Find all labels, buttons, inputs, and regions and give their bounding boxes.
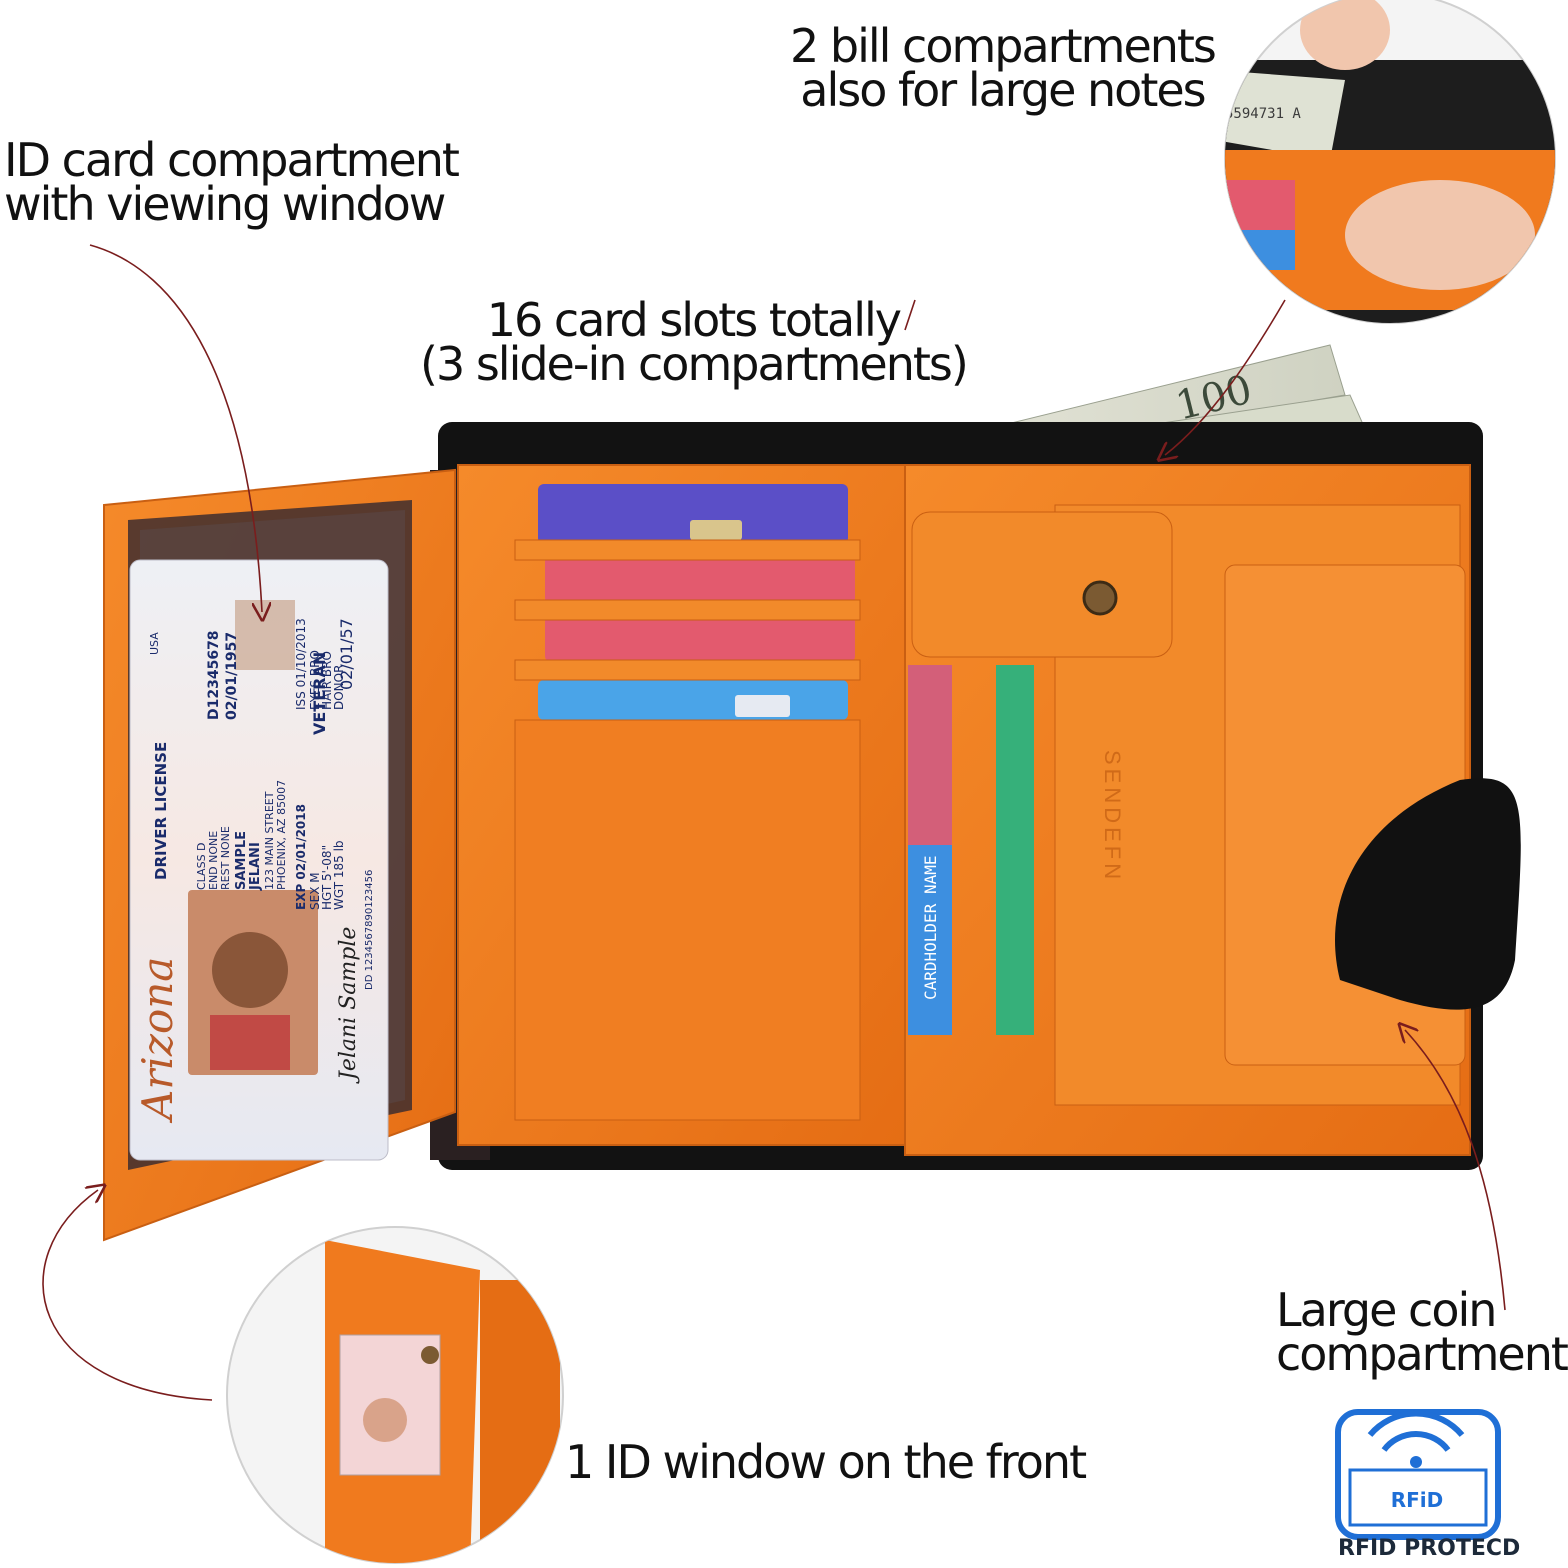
snap-strap [911,511,1173,658]
license-end: END NONE [207,831,220,890]
front-window-inset [226,1226,564,1564]
front-snap-icon [421,1346,439,1364]
front-window-label-text: 1 ID window on the front [565,1435,1087,1489]
coin-label-line2: compartment [1276,1327,1568,1381]
rfid-word: RFiD [1390,1488,1444,1512]
license-address: 123 MAIN STREET [263,791,276,890]
card-slots-label: 16 card slots totally (3 slide-in compar… [420,293,969,391]
card-slots-label-line1: 16 card slots totally [486,293,902,347]
license-title: DRIVER LICENSE [152,742,170,880]
coin-label-line1: Large coin [1276,1283,1497,1337]
license-dd: DD 1234567890123456 [364,870,375,990]
license-state: Arizona [133,957,182,1124]
card-slots-label-line2: (3 slide-in compartments) [420,337,969,391]
driver-license-card: Arizona DRIVER LICENSE USA CLASS D END N… [129,559,389,1161]
license-side-date: 02/01/57 [337,618,356,690]
cardholder-name-text: CARDHOLDER NAME [921,856,940,1001]
license-donor: DONOR [332,665,346,710]
card-blue [538,680,848,720]
license-dob: 02/01/1957 [224,632,240,720]
arrow-bills [1165,299,1286,455]
rfid-shield-icon [1335,1409,1501,1540]
license-hgt: HGT 5'-08" [320,845,334,910]
license-sex: SEX M [308,872,322,910]
green-card [996,665,1034,1035]
note-serial: 5594731 A [1225,106,1301,122]
license-dln: D12345678 [206,630,222,720]
id-card-compartment-label: ID card compartment with viewing window [4,133,460,231]
hand [1345,180,1535,290]
arrow-coin [1405,1030,1506,1311]
license-iss: ISS 01/10/2013 [294,618,308,710]
front-window-label: 1 ID window on the front [565,1435,1087,1489]
coin-compartment-label: Large coin compartment [1276,1283,1568,1381]
license-veteran: VETERAN [310,652,329,735]
id-card-label-line2: with viewing window [4,177,446,231]
bill-label-line2: also for large notes [800,63,1206,117]
finger [1300,0,1390,70]
coin-compartment-panel: CARDHOLDER NAME SENDEFN [904,464,1471,1156]
closure-tab [1335,778,1521,1010]
license-name-first: JELANI [248,842,263,891]
arrow-front-window [42,1190,213,1401]
license-name-last: SAMPLE [234,831,249,890]
license-ghost-photo [235,600,295,670]
license-exp: EXP 02/01/2018 [294,804,308,910]
snap-button-icon [1082,580,1118,616]
license-eyes: EYES BRO [308,650,322,710]
license-rest: REST NONE [219,826,232,890]
brand-emboss: SENDEFN [1100,750,1125,883]
license-signature: Jelani Sample [336,927,361,1084]
license-class: CLASS D [195,842,208,890]
license-city: PHOENIX, AZ 85007 [275,780,288,890]
card-purple [538,484,848,544]
arrow-id-card [89,244,262,612]
annotation-arrows [42,244,1506,1401]
bill-label-line1: 2 bill compartments [790,19,1217,73]
bill-compartments-label: 2 bill compartments also for large notes [790,19,1217,117]
id-card-label-line1: ID card compartment [4,133,460,187]
license-country: USA [148,632,161,655]
rfid-caption: RFID PROTECD [1338,1536,1521,1561]
license-hair: HAIR BRO [320,651,334,710]
license-wgt: WGT 185 lb [332,840,346,910]
arrow-card-slots [904,299,916,331]
slide-in-pocket [514,719,861,1121]
bills-inset: 5594731 A [1224,0,1556,324]
card-slot-panel [457,464,909,1146]
